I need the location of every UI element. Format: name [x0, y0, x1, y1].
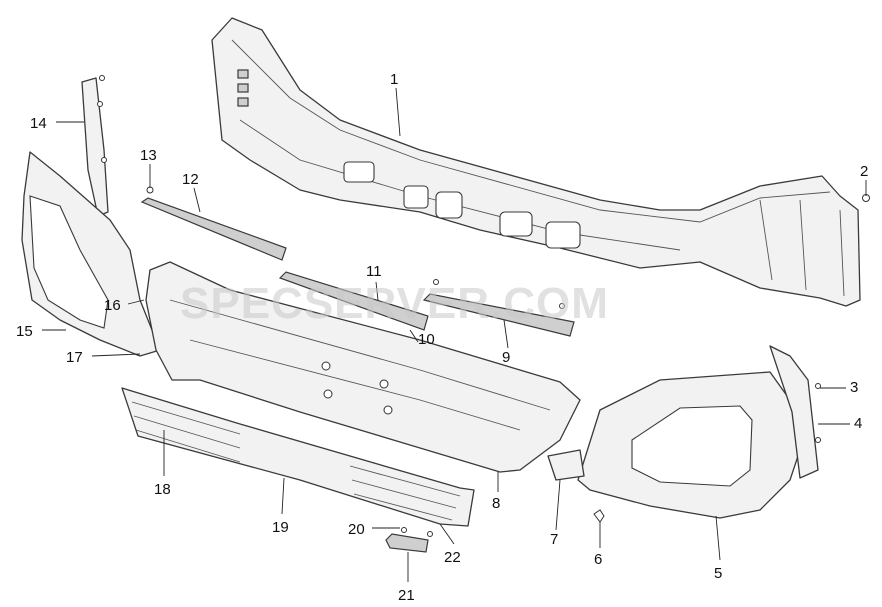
part-11-center-strip: [278, 271, 429, 331]
callout-9: 9: [502, 349, 510, 366]
callout-17: 17: [66, 349, 83, 366]
part-1-bumper-support-frame: [211, 17, 861, 307]
callout-18: 18: [154, 481, 171, 498]
callout-6: 6: [594, 551, 602, 568]
watermark-text: SPECSERVER.COM: [180, 279, 609, 328]
part-14-left-bracket: [81, 75, 109, 217]
callout-16: 16: [104, 297, 121, 314]
part-5-right-corner-cover: [577, 371, 801, 519]
part-9-right-strip: [422, 279, 575, 337]
part-7-bracket: [547, 449, 585, 481]
leader-lines: [42, 87, 867, 582]
callout-12: 12: [182, 171, 199, 188]
callout-8: 8: [492, 495, 500, 512]
callout-20: 20: [348, 521, 365, 538]
callout-21: 21: [398, 587, 415, 604]
part-4-right-bracket: [769, 345, 821, 479]
part-12-left-strip: [140, 197, 287, 261]
part-21-plate: [385, 527, 433, 553]
callout-19: 19: [272, 519, 289, 536]
part-8-main-bumper-panel: [145, 261, 581, 473]
callout-10: 10: [418, 331, 435, 348]
part-19-lower-grille: [121, 387, 475, 527]
callout-5: 5: [714, 565, 722, 582]
callout-22: 22: [444, 549, 461, 566]
callout-4: 4: [854, 415, 862, 432]
callout-7: 7: [550, 531, 558, 548]
callout-14: 14: [30, 115, 47, 132]
callout-15: 15: [16, 323, 33, 340]
callout-11: 11: [366, 263, 382, 280]
callout-labels: 1 2 3 4 5 6 7 8 9 10 11 12 13 14 15 16 1…: [16, 71, 868, 604]
callout-1: 1: [390, 71, 398, 88]
part-6-plug: [593, 509, 605, 523]
callout-3: 3: [850, 379, 858, 396]
part-15-left-corner-cover: [21, 151, 161, 357]
callout-2: 2: [860, 163, 868, 180]
callout-13: 13: [140, 147, 157, 164]
